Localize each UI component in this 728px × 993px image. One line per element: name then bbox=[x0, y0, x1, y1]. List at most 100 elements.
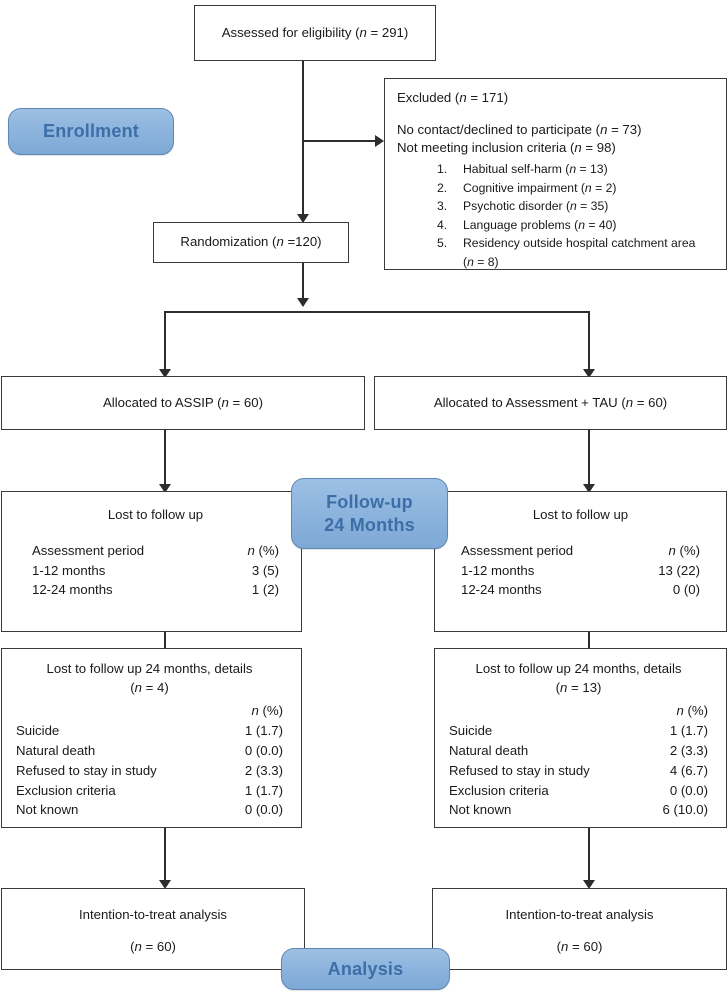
table-row: Suicide 1 (1.7) bbox=[449, 723, 708, 739]
table-row: Refused to stay in study 2 (3.3) bbox=[16, 762, 283, 778]
arrowhead-randomization bbox=[297, 214, 309, 223]
italic-n: n bbox=[574, 140, 582, 156]
table-row: 1-12 months 3 (5) bbox=[32, 562, 279, 578]
italic-n: n bbox=[276, 234, 284, 250]
list-item: 5. Residency outside hospital catchment … bbox=[437, 234, 716, 271]
box-itt-analysis-left: Intention-to-treat analysis (n = 60) bbox=[1, 888, 305, 970]
box-lost-details-left: Lost to follow up 24 months, details (n … bbox=[1, 648, 302, 828]
box-lost-to-followup-right: Lost to follow up Assessment period n (%… bbox=[434, 491, 727, 632]
table-row: Suicide 1 (1.7) bbox=[16, 723, 283, 739]
table-row: Natural death 2 (3.3) bbox=[449, 743, 708, 759]
lost-details-left-title: Lost to follow up 24 months, details bbox=[46, 661, 253, 676]
italic-n: n bbox=[578, 217, 585, 232]
connector-alloc-right-to-lost bbox=[588, 430, 590, 490]
table-row: 1-12 months 13 (22) bbox=[461, 562, 700, 578]
followup-label-line2: 24 Months bbox=[324, 514, 415, 535]
list-item-continuation: (n = 8) bbox=[463, 254, 499, 269]
allocation-right-label: Allocated to Assessment + TAU (n = 60) bbox=[433, 394, 668, 410]
italic-n: n bbox=[134, 938, 142, 954]
excluded-heading: Excluded (n = 171) bbox=[397, 90, 509, 105]
italic-n: n bbox=[584, 180, 592, 195]
itt-left-title: Intention-to-treat analysis bbox=[78, 907, 228, 922]
connector-to-excluded bbox=[302, 140, 377, 142]
stage-badge-enrollment: Enrollment bbox=[8, 108, 174, 155]
box-excluded: Excluded (n = 171) No contact/declined t… bbox=[384, 78, 727, 270]
excluded-criteria-list: 1. Habitual self-harm (n = 13) 2. Cognit… bbox=[397, 160, 716, 271]
connector-split-right-down bbox=[588, 311, 590, 375]
italic-n: n bbox=[668, 542, 676, 558]
arrowhead-allocation-right bbox=[583, 369, 595, 378]
arrowhead-lost-right bbox=[583, 484, 595, 493]
italic-n: n bbox=[251, 703, 259, 719]
list-item: 4. Language problems (n = 40) bbox=[437, 217, 617, 232]
lost-followup-left-title: Lost to follow up bbox=[107, 507, 204, 522]
box-itt-analysis-right: Intention-to-treat analysis (n = 60) bbox=[432, 888, 727, 970]
connector-details-left-to-analysis bbox=[164, 828, 166, 886]
lost-details-right-title: Lost to follow up 24 months, details bbox=[475, 661, 682, 676]
table-row: Not known 6 (10.0) bbox=[449, 802, 708, 818]
connector-lost-right-to-details bbox=[588, 632, 590, 648]
italic-n: n bbox=[569, 162, 577, 177]
arrowhead-analysis-right bbox=[583, 880, 595, 889]
arrowhead-lost-left bbox=[159, 484, 171, 493]
excluded-reason-no-contact: No contact/declined to participate (n = … bbox=[397, 121, 642, 137]
arrowhead-analysis-left bbox=[159, 880, 171, 889]
table-header-row: Assessment period n (%) bbox=[32, 542, 279, 558]
randomization-label: Randomization (n =120) bbox=[180, 234, 322, 250]
table-header-row: Assessment period n (%) bbox=[461, 542, 700, 558]
stage-badge-analysis: Analysis bbox=[281, 948, 450, 990]
table-row: 12-24 months 0 (0) bbox=[461, 582, 700, 598]
box-lost-to-followup-left: Lost to follow up Assessment period n (%… bbox=[1, 491, 302, 632]
analysis-label: Analysis bbox=[327, 958, 404, 979]
italic-n: n bbox=[467, 254, 474, 269]
arrowhead-excluded bbox=[375, 135, 384, 147]
connector-randomization-down bbox=[302, 263, 304, 303]
lost-details-left-subtitle: (n = 4) bbox=[130, 679, 169, 695]
italic-n: n bbox=[134, 679, 142, 695]
allocation-left-label: Allocated to ASSIP (n = 60) bbox=[103, 394, 263, 410]
itt-right-title: Intention-to-treat analysis bbox=[505, 907, 654, 922]
italic-n: n bbox=[600, 121, 608, 137]
table-row: Refused to stay in study 4 (6.7) bbox=[449, 762, 708, 778]
italic-n: n bbox=[247, 542, 255, 558]
followup-label-line1: Follow-up bbox=[326, 492, 413, 513]
italic-n: n bbox=[559, 679, 568, 695]
box-randomization: Randomization (n =120) bbox=[153, 222, 349, 263]
list-item: 1. Habitual self-harm (n = 13) bbox=[437, 162, 608, 177]
italic-n: n bbox=[625, 394, 634, 410]
lost-followup-right-title: Lost to follow up bbox=[532, 507, 629, 522]
list-item: 2. Cognitive impairment (n = 2) bbox=[437, 180, 617, 195]
arrowhead-split bbox=[297, 298, 309, 307]
list-item: 3. Psychotic disorder (n = 35) bbox=[437, 199, 609, 214]
box-allocated-assip: Allocated to ASSIP (n = 60) bbox=[1, 376, 365, 430]
enrollment-label: Enrollment bbox=[42, 121, 139, 141]
italic-n: n bbox=[359, 24, 367, 40]
itt-left-subtitle: (n = 60) bbox=[130, 938, 176, 954]
lost-details-right-subtitle: (n = 13) bbox=[555, 679, 602, 695]
connector-details-right-to-analysis bbox=[588, 828, 590, 886]
connector-split-left-down bbox=[164, 311, 166, 375]
table-row: Not known 0 (0.0) bbox=[16, 802, 283, 818]
italic-n: n bbox=[570, 199, 577, 214]
italic-n: n bbox=[560, 938, 569, 954]
stage-badge-followup: Follow-up 24 Months bbox=[291, 478, 448, 549]
itt-right-subtitle: (n = 60) bbox=[556, 938, 603, 954]
table-row: Natural death 0 (0.0) bbox=[16, 743, 283, 759]
box-assessed-for-eligibility: Assessed for eligibility (n = 291) bbox=[194, 5, 436, 61]
italic-n: n bbox=[459, 90, 467, 105]
table-row: Exclusion criteria 0 (0.0) bbox=[449, 782, 708, 798]
table-header-row: n (%) bbox=[251, 703, 283, 719]
italic-n: n bbox=[676, 703, 684, 719]
connector-lost-left-to-details bbox=[164, 632, 166, 648]
box-lost-details-right: Lost to follow up 24 months, details (n … bbox=[434, 648, 727, 828]
connector-alloc-left-to-lost bbox=[164, 430, 166, 490]
excluded-reason-not-meeting: Not meeting inclusion criteria (n = 98) bbox=[397, 140, 616, 156]
table-row: Exclusion criteria 1 (1.7) bbox=[16, 782, 283, 798]
box-allocated-assessment-tau: Allocated to Assessment + TAU (n = 60) bbox=[374, 376, 727, 430]
table-header-row: n (%) bbox=[676, 703, 708, 719]
arrowhead-allocation-left bbox=[159, 369, 171, 378]
assessed-label: Assessed for eligibility (n = 291) bbox=[221, 24, 409, 40]
italic-n: n bbox=[221, 394, 229, 410]
connector-split-bar bbox=[164, 311, 590, 313]
